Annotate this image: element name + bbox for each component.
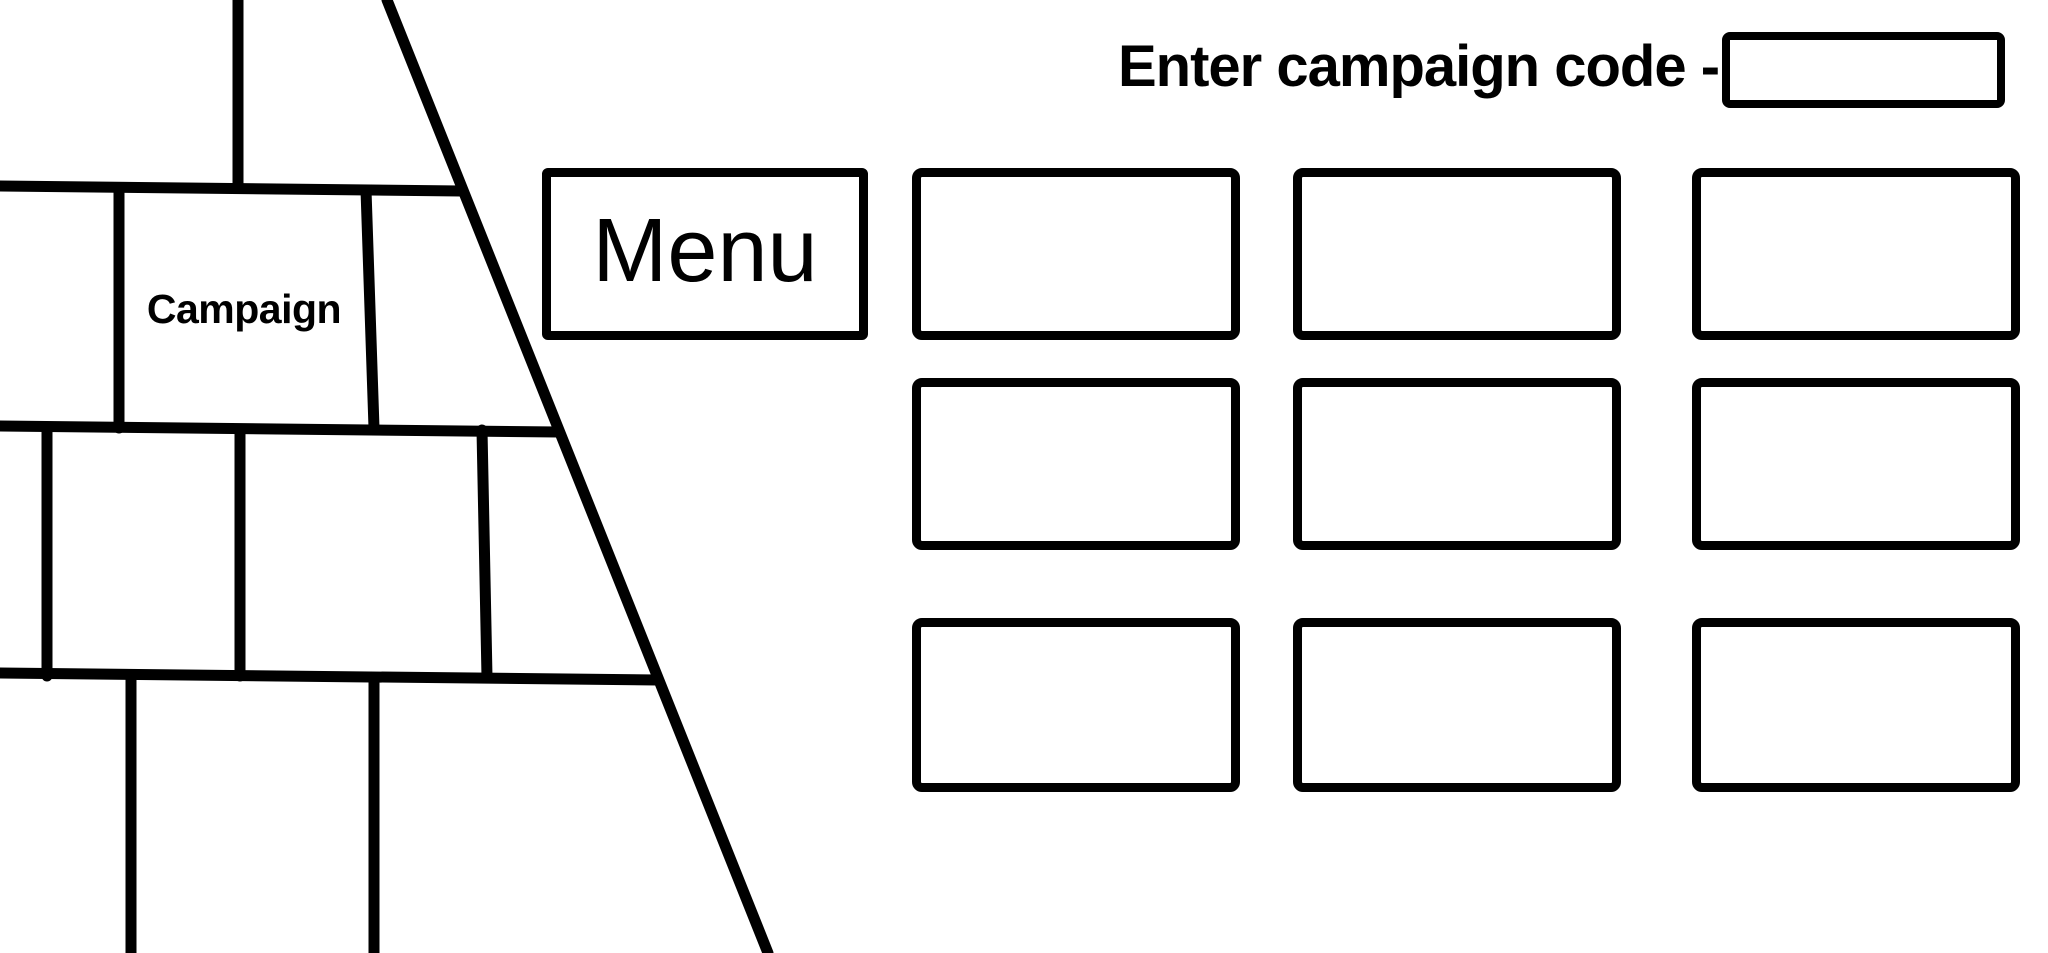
campaign-slot-r3c1[interactable] xyxy=(912,618,1240,792)
campaign-code-label: Enter campaign code - xyxy=(1118,33,1720,99)
wall-vertical-joint xyxy=(360,184,380,434)
campaign-slot-r1c1[interactable] xyxy=(912,168,1240,340)
menu-button-label: Menu xyxy=(592,201,818,301)
wall-diagonal-edge xyxy=(381,0,774,953)
wall-horizontal-line xyxy=(0,180,467,197)
wall-horizontal-line xyxy=(0,667,663,686)
wall-vertical-joint xyxy=(476,424,493,683)
campaign-brick-label: Campaign xyxy=(146,285,342,332)
campaign-slot-r3c2[interactable] xyxy=(1293,618,1621,792)
campaign-slot-r1c2[interactable] xyxy=(1293,168,1621,340)
campaign-code-input[interactable] xyxy=(1722,32,2005,108)
wall-horizontal-line xyxy=(0,420,564,438)
menu-button[interactable]: Menu xyxy=(542,168,868,340)
campaign-slot-r3c3[interactable] xyxy=(1692,618,2020,792)
campaign-slot-r1c3[interactable] xyxy=(1692,168,2020,340)
campaign-slot-r2c1[interactable] xyxy=(912,378,1240,550)
campaign-slot-r2c3[interactable] xyxy=(1692,378,2020,550)
campaign-slot-r2c2[interactable] xyxy=(1293,378,1621,550)
